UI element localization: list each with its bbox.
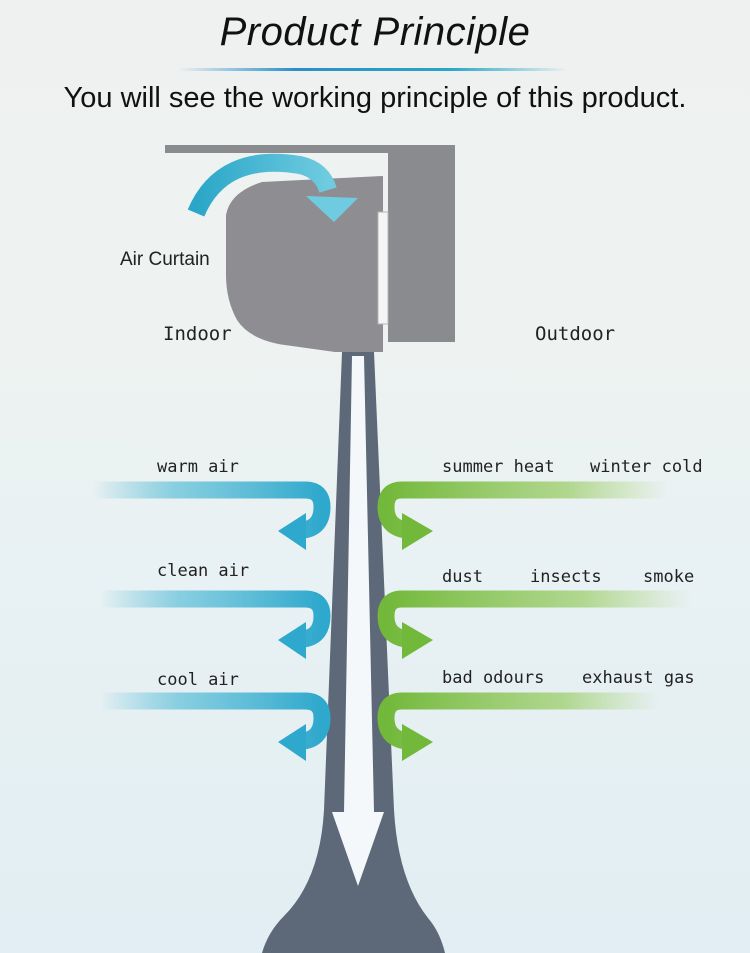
door-frame bbox=[165, 145, 455, 342]
dust-label: dust bbox=[442, 567, 483, 587]
page-title: Product Principle bbox=[219, 10, 531, 54]
summer-heat-label: summer heat bbox=[442, 457, 555, 477]
clean-air-label: clean air bbox=[157, 561, 250, 581]
title-underline bbox=[178, 68, 568, 71]
winter-cold-label: winter cold bbox=[590, 457, 703, 477]
page-subtitle: You will see the working principle of th… bbox=[63, 82, 687, 114]
air-curtain-label: Air Curtain bbox=[120, 249, 210, 270]
warm-air-label: warm air bbox=[157, 457, 239, 477]
bad-odours-arrow bbox=[377, 692, 660, 761]
outdoor-arrows bbox=[377, 481, 690, 761]
summer-heat-arrow bbox=[377, 481, 668, 550]
warm-air-arrow bbox=[92, 481, 331, 550]
smoke-label: smoke bbox=[643, 567, 695, 587]
bad-odours-label: bad odours bbox=[442, 668, 545, 688]
airflow-column bbox=[262, 352, 445, 953]
dust-arrow bbox=[377, 590, 690, 659]
outdoor-label: Outdoor bbox=[535, 323, 616, 345]
insects-label: insects bbox=[530, 567, 602, 587]
intake-arrow bbox=[187, 153, 358, 222]
cool-air-label: cool air bbox=[157, 670, 239, 690]
cool-air-arrow bbox=[100, 692, 331, 761]
exhaust-gas-label: exhaust gas bbox=[582, 668, 695, 688]
air-curtain-unit bbox=[226, 176, 389, 352]
indoor-arrows bbox=[92, 481, 331, 761]
indoor-label: Indoor bbox=[163, 323, 232, 345]
clean-air-arrow bbox=[100, 590, 331, 659]
